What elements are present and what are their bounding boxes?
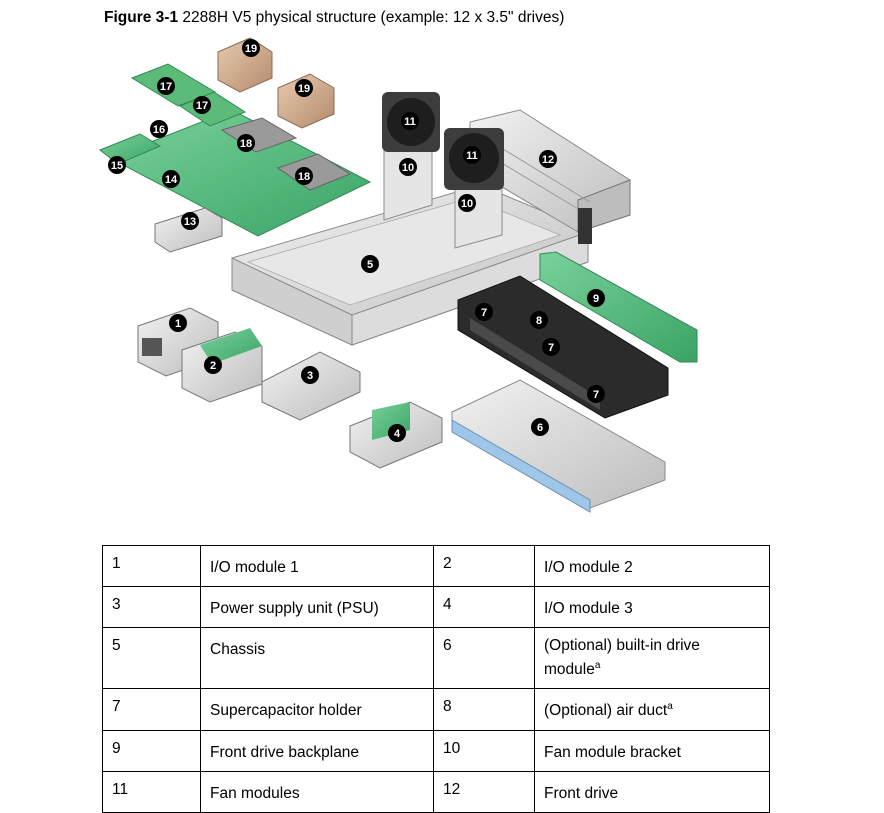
front-drive-backplane-part: [539, 251, 698, 363]
callout-marker: 19: [242, 39, 260, 57]
table-row: 1 I/O module 1 2 I/O module 2: [102, 544, 770, 588]
mainboard-part: [108, 109, 372, 237]
svg-text:11: 11: [404, 116, 416, 128]
table-row: 11 Fan modules 12 Front drive: [102, 770, 770, 813]
svg-text:18: 18: [298, 171, 310, 183]
svg-text:3: 3: [307, 370, 313, 382]
callout-marker: 11: [401, 112, 419, 130]
exploded-view-diagram: 1 2 3 4 5 6 7 7 7 8 9 10 10 11 11 12 13 …: [99, 37, 698, 513]
legend-label: Power supply unit (PSU): [200, 586, 434, 629]
callout-marker: 18: [237, 134, 255, 152]
legend-number: 10: [433, 729, 535, 772]
callout-marker: 7: [587, 385, 605, 403]
svg-text:13: 13: [184, 216, 196, 228]
legend-number: 8: [433, 688, 535, 731]
psu-part: [261, 351, 361, 421]
svg-text:19: 19: [245, 43, 257, 55]
svg-text:7: 7: [593, 389, 599, 401]
svg-text:10: 10: [461, 198, 473, 210]
air-duct-part: [457, 275, 669, 419]
callout-marker: 18: [295, 167, 313, 185]
legend-number: 12: [433, 770, 535, 813]
figure-title: 2288H V5 physical structure (example: 12…: [182, 9, 565, 26]
svg-text:15: 15: [111, 160, 123, 172]
svg-text:14: 14: [165, 174, 178, 186]
callout-marker: 17: [193, 96, 211, 114]
legend-label: Fan modules: [200, 770, 434, 813]
legend-label: (Optional) built-in drive modulea: [534, 627, 770, 690]
callout-marker: 17: [157, 77, 175, 95]
callout-marker: 10: [399, 158, 417, 176]
callout-marker: 2: [204, 356, 222, 374]
svg-text:7: 7: [548, 342, 554, 354]
callout-marker: 13: [181, 212, 199, 230]
legend-number: 9: [102, 729, 201, 772]
legend-label: I/O module 2: [534, 544, 770, 588]
legend-number: 5: [102, 627, 201, 690]
callout-marker: 7: [475, 303, 493, 321]
callout-marker: 16: [150, 120, 168, 138]
callout-marker: 4: [388, 424, 406, 442]
callout-marker: 8: [530, 311, 548, 329]
legend-number: 4: [433, 586, 535, 629]
legend-label: Chassis: [200, 627, 434, 690]
svg-text:19: 19: [298, 83, 310, 95]
legend-label: Front drive backplane: [200, 729, 434, 772]
legend-label: Fan module bracket: [534, 729, 770, 772]
callout-marker: 6: [531, 418, 549, 436]
callout-marker: 5: [361, 255, 379, 273]
svg-text:2: 2: [210, 360, 216, 372]
svg-text:6: 6: [537, 422, 543, 434]
callout-marker: 3: [301, 366, 319, 384]
table-row: 3 Power supply unit (PSU) 4 I/O module 3: [102, 586, 770, 629]
callout-marker: 10: [458, 194, 476, 212]
callout-marker: 9: [587, 289, 605, 307]
callout-marker: 7: [542, 338, 560, 356]
legend-number: 7: [102, 688, 201, 731]
legend-number: 11: [102, 770, 201, 813]
legend-number: 1: [102, 544, 201, 588]
legend-label: Front drive: [534, 770, 770, 813]
table-row: 7 Supercapacitor holder 8 (Optional) air…: [102, 688, 770, 731]
svg-text:7: 7: [481, 307, 487, 319]
svg-text:1: 1: [175, 318, 181, 330]
svg-text:8: 8: [536, 315, 542, 327]
svg-text:16: 16: [153, 124, 165, 136]
callout-marker: 12: [539, 150, 557, 168]
figure-caption: Figure 3-1 2288H V5 physical structure (…: [104, 9, 564, 27]
legend-number: 2: [433, 544, 535, 588]
component-legend-table: 1 I/O module 1 2 I/O module 2 3 Power su…: [102, 544, 770, 813]
callout-marker: 1: [169, 314, 187, 332]
front-drive-part: [469, 109, 631, 244]
svg-text:17: 17: [196, 100, 208, 112]
svg-text:10: 10: [402, 162, 414, 174]
svg-text:17: 17: [160, 81, 172, 93]
svg-text:11: 11: [466, 150, 478, 162]
svg-text:4: 4: [394, 428, 401, 440]
legend-number: 3: [102, 586, 201, 629]
callout-marker: 11: [463, 146, 481, 164]
component-13-part: [154, 207, 223, 253]
callout-marker: 15: [108, 156, 126, 174]
callout-marker: 14: [162, 170, 180, 188]
legend-label: I/O module 1: [200, 544, 434, 588]
svg-text:12: 12: [542, 154, 554, 166]
table-row: 9 Front drive backplane 10 Fan module br…: [102, 729, 770, 772]
legend-number: 6: [433, 627, 535, 690]
figure-label: Figure 3-1: [104, 9, 179, 26]
svg-text:5: 5: [367, 259, 373, 271]
callout-marker: 19: [295, 79, 313, 97]
legend-label: (Optional) air ducta: [534, 688, 770, 731]
svg-text:9: 9: [593, 293, 599, 305]
table-row: 5 Chassis 6 (Optional) built-in drive mo…: [102, 627, 770, 690]
built-in-drive-module-part: [451, 379, 666, 513]
legend-label: I/O module 3: [534, 586, 770, 629]
svg-text:18: 18: [240, 138, 252, 150]
legend-label: Supercapacitor holder: [200, 688, 434, 731]
